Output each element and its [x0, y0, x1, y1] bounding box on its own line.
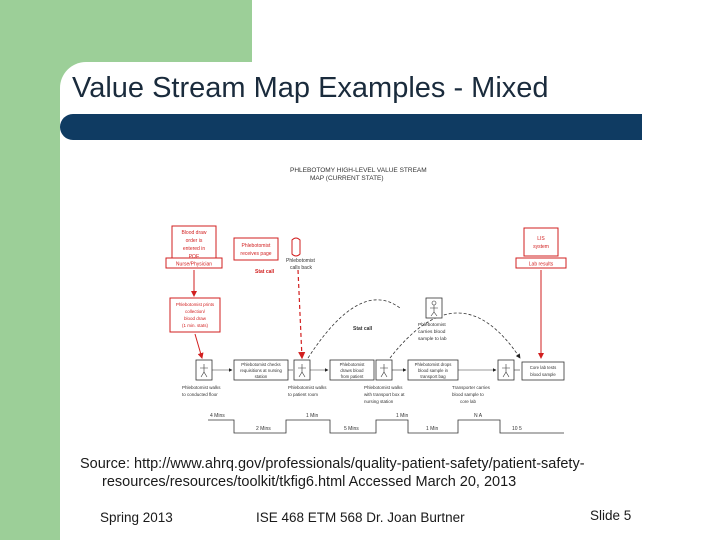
- timeline-top-4: N A: [474, 413, 483, 419]
- svg-text:Phlebotomist prints: Phlebotomist prints: [176, 302, 215, 307]
- svg-text:blood sample to: blood sample to: [452, 392, 484, 397]
- phone-icon: [291, 237, 301, 257]
- page-received-box: Phlebotomist receives page: [233, 237, 279, 261]
- phlebotomist-carry-icon: [425, 297, 443, 319]
- svg-text:requisitions at nursing: requisitions at nursing: [240, 368, 282, 373]
- svg-text:Phlebotomist drops: Phlebotomist drops: [415, 362, 452, 367]
- svg-text:draws blood: draws blood: [340, 368, 364, 373]
- svg-text:POE: POE: [189, 254, 200, 260]
- svg-text:Core lab tests: Core lab tests: [530, 365, 557, 370]
- stat-call-label-2: Stat call: [353, 326, 373, 332]
- walker-icon-3: [375, 359, 393, 381]
- svg-text:nursing station: nursing station: [364, 399, 394, 404]
- walk-label-4: Transporter carries blood sample to core…: [452, 385, 491, 404]
- slide-number: Slide 5: [590, 508, 632, 523]
- svg-text:Phlebotomist walks: Phlebotomist walks: [182, 385, 221, 390]
- walk-label-1: Phlebotomist walks to conducted floor: [182, 385, 221, 397]
- svg-text:Phlebotomist: Phlebotomist: [242, 243, 272, 249]
- info-flow-arrow-3: [297, 269, 306, 360]
- process-box-draw-blood: Phlebotomist draws blood from patient: [329, 359, 375, 381]
- info-flow-arrow-2: [194, 333, 204, 359]
- svg-text:Phlebotomist walks: Phlebotomist walks: [364, 385, 403, 390]
- timeline-top-1: 4 Mins: [210, 413, 225, 419]
- svg-text:from patient: from patient: [341, 374, 364, 379]
- svg-text:Nurse/Physician: Nurse/Physician: [176, 262, 212, 268]
- lis-system-box: LIS system Lab results: [515, 227, 567, 269]
- stat-call-label-1: Stat call: [255, 269, 275, 275]
- walker-icon-1: [195, 359, 213, 381]
- slide-title: Value Stream Map Examples - Mixed: [72, 72, 549, 104]
- walk-label-2: Phlebotomist walks to patient room: [288, 385, 327, 397]
- calls-back-label-2: calls back: [290, 265, 312, 271]
- svg-text:collection/: collection/: [185, 309, 206, 314]
- footer-date: Spring 2013: [100, 510, 173, 525]
- timeline-bottom-3: 1 Min: [426, 426, 438, 432]
- svg-text:entered in: entered in: [183, 246, 205, 252]
- value-stream-map: PHLEBOTOMY HIGH-LEVEL VALUE STREAM MAP (…: [165, 167, 567, 434]
- vsm-title-line2: MAP (CURRENT STATE): [310, 175, 384, 182]
- svg-text:system: system: [533, 244, 549, 250]
- svg-text:Phlebotomist checks: Phlebotomist checks: [241, 362, 280, 367]
- svg-text:transport bag: transport bag: [420, 374, 446, 379]
- walker-icon-2: [293, 359, 311, 381]
- calls-back-label-1: Phlebotomist: [286, 258, 316, 264]
- svg-text:Lab results: Lab results: [529, 262, 554, 268]
- timeline-ladder: [208, 419, 564, 434]
- source-line-1: Source: http://www.ahrq.gov/professional…: [80, 456, 585, 472]
- timeline-top-3: 1 Min: [396, 413, 408, 419]
- timeline-bottom-2: 5 Mins: [344, 426, 359, 432]
- print-collection-box: Phlebotomist prints collection/ blood dr…: [169, 297, 221, 333]
- source-citation: Source: http://www.ahrq.gov/professional…: [80, 455, 680, 491]
- svg-text:to patient room: to patient room: [288, 392, 318, 397]
- svg-text:LIS: LIS: [537, 236, 545, 242]
- timeline-bottom-1: 2 Mins: [256, 426, 271, 432]
- walker-icon-4: [497, 359, 515, 381]
- order-entry-box: Blood draw order is entered in POE Nurse…: [165, 225, 223, 269]
- title-underline-bar: [60, 114, 642, 140]
- svg-text:to conducted floor: to conducted floor: [182, 392, 218, 397]
- svg-text:(1 min. stats): (1 min. stats): [182, 323, 209, 328]
- timeline-top-2: 1 Min: [306, 413, 318, 419]
- timeline-bottom-4: 10 5: [512, 426, 522, 432]
- svg-text:blood sample in: blood sample in: [418, 368, 449, 373]
- svg-text:blood sample: blood sample: [530, 372, 556, 377]
- carries-label-2: carries blood: [418, 329, 446, 335]
- process-box-drop-sample: Phlebotomist drops blood sample in trans…: [407, 359, 459, 381]
- svg-text:Phlebotomist walks: Phlebotomist walks: [288, 385, 327, 390]
- svg-text:Phlebotomist: Phlebotomist: [340, 362, 366, 367]
- dashed-flow-arc-left: [307, 299, 401, 359]
- walk-label-3: Phlebotomist walks with transport box at…: [364, 385, 405, 404]
- dashed-flow-arc-right: [389, 312, 521, 359]
- carries-label-1: Phlebotomist: [418, 322, 446, 328]
- footer-course: ISE 468 ETM 568 Dr. Joan Burtner: [256, 510, 465, 525]
- svg-text:order is: order is: [186, 238, 203, 244]
- carries-label-3: sample to lab: [418, 336, 447, 342]
- svg-text:blood draw: blood draw: [184, 316, 207, 321]
- svg-text:Blood draw: Blood draw: [181, 230, 206, 236]
- svg-text:receives page: receives page: [240, 251, 271, 257]
- svg-text:Transporter carries: Transporter carries: [452, 385, 491, 390]
- process-box-check-requisitions: Phlebotomist checks requisitions at nurs…: [233, 359, 289, 381]
- svg-text:station: station: [255, 374, 268, 379]
- svg-text:with transport box at: with transport box at: [364, 392, 405, 397]
- source-line-2: resources/resources/toolkit/tkfig6.html …: [102, 474, 517, 490]
- svg-text:core lab: core lab: [460, 399, 477, 404]
- process-box-core-lab: Core lab tests blood sample: [521, 361, 565, 381]
- vsm-title-line1: PHLEBOTOMY HIGH-LEVEL VALUE STREAM: [290, 167, 427, 174]
